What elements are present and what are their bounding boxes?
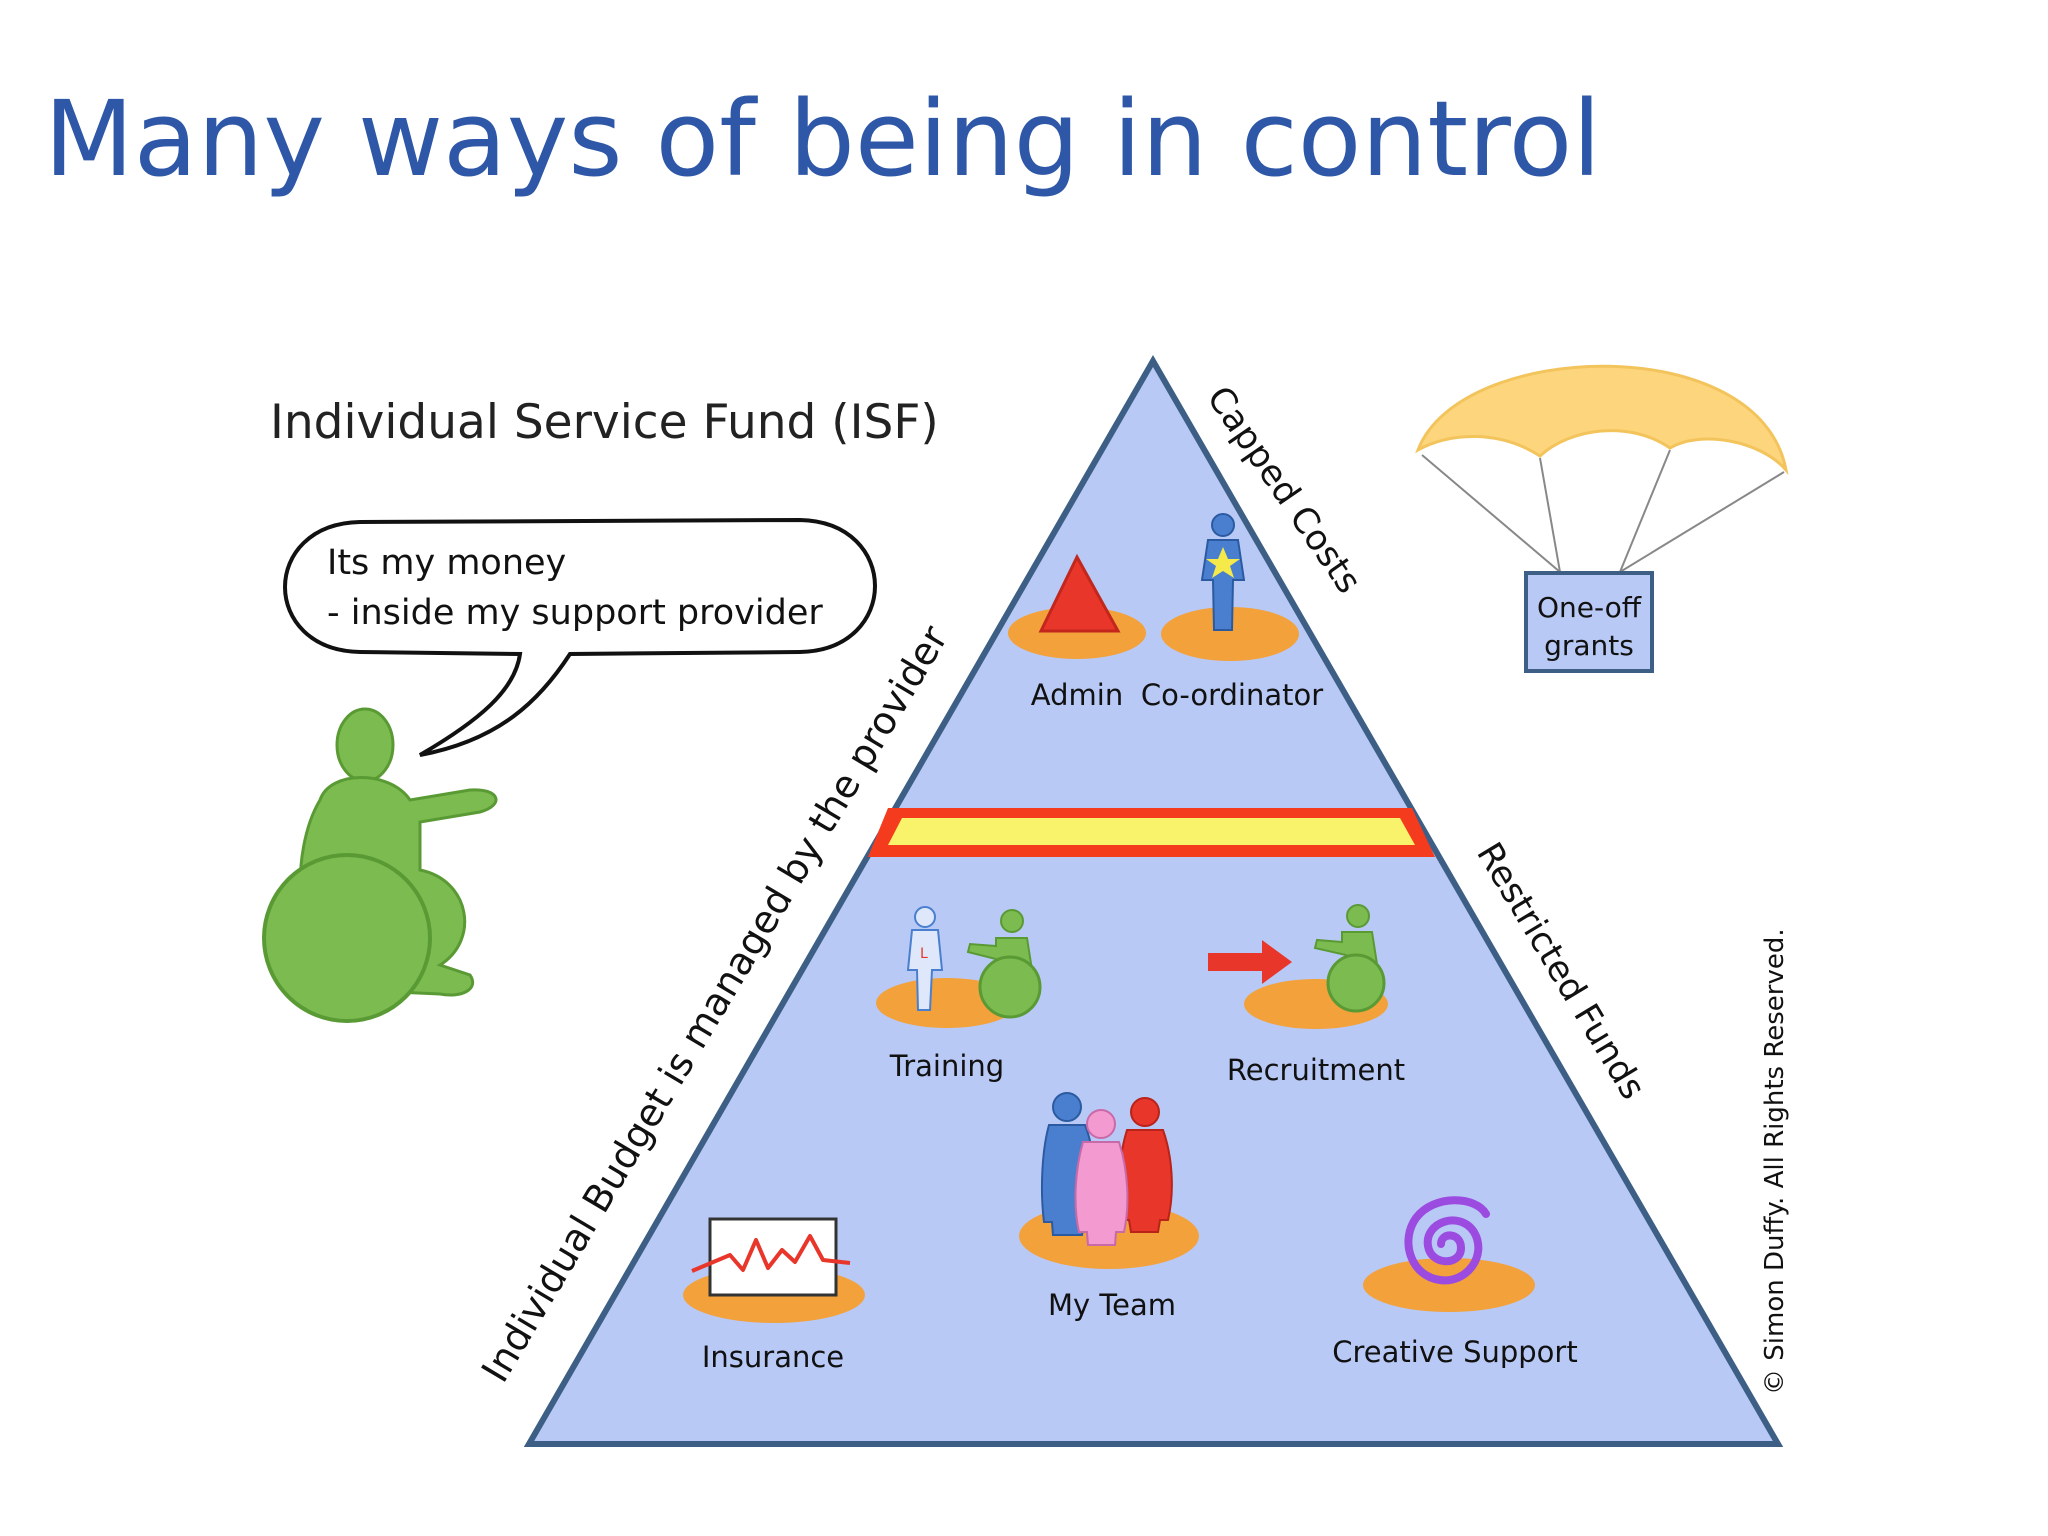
team-people-icon — [1040, 1092, 1173, 1246]
speech-line-2: - inside my support provider — [327, 593, 823, 633]
training-wheelchair-icon — [966, 909, 1042, 1019]
insurance-label: Insurance — [702, 1340, 844, 1374]
grants-line-1: One-off — [1537, 591, 1642, 624]
spiral-icon — [1404, 1196, 1490, 1285]
wheelchair-person-icon — [262, 707, 498, 1023]
grants-box — [1524, 571, 1654, 673]
recruitment-item — [1208, 904, 1388, 1029]
coordinator-person-icon — [1200, 513, 1246, 631]
cap-divider-bar-inner — [888, 818, 1415, 845]
coordinator-label: Co-ordinator — [1141, 678, 1323, 712]
admin-label: Admin — [1031, 678, 1123, 712]
recruitment-label: Recruitment — [1227, 1053, 1405, 1087]
slide-title: Many ways of being in control — [44, 78, 1602, 200]
speech-bubble — [283, 517, 877, 757]
parachute-icon — [1415, 364, 1789, 673]
arrow-right-icon — [1208, 940, 1292, 984]
trainer-person-icon: L — [906, 906, 944, 1011]
grants-line-2: grants — [1544, 629, 1634, 662]
isf-heading: Individual Service Fund (ISF) — [270, 395, 939, 450]
svg-text:L: L — [920, 946, 928, 962]
recruit-wheelchair-icon — [1313, 904, 1386, 1013]
admin-item — [1008, 553, 1146, 659]
insurance-item — [683, 1217, 865, 1323]
speech-line-1: Its my money — [327, 543, 566, 583]
my-team-label: My Team — [1048, 1288, 1176, 1322]
my-team-item — [1019, 1092, 1199, 1269]
creative-support-item — [1363, 1196, 1535, 1312]
training-item: L — [876, 906, 1042, 1028]
pyramid-triangle — [523, 354, 1784, 1447]
training-label: Training — [889, 1049, 1004, 1083]
copyright-notice: © Simon Duffy. All Rights Reserved. — [1760, 928, 1790, 1395]
admin-triangle-icon — [1038, 553, 1121, 633]
coordinator-item — [1161, 513, 1299, 661]
creative-support-label: Creative Support — [1332, 1335, 1577, 1369]
